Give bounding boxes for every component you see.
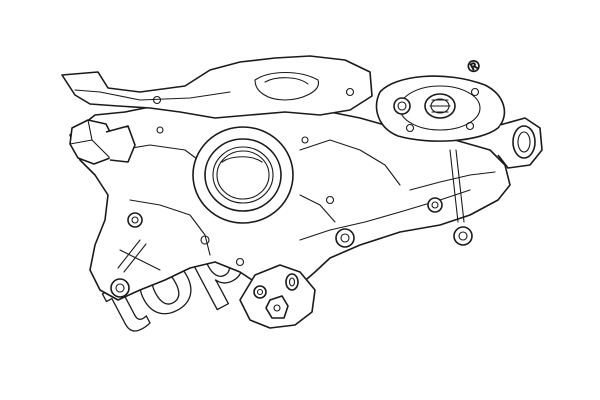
outlet-flange-right: [375, 75, 506, 142]
flange-hole-left: [152, 95, 162, 105]
bolt-lug-mid-right: [427, 197, 443, 213]
hex-plug-left: [69, 119, 136, 165]
bolt-lug-center: [335, 228, 355, 248]
housing-screws: [156, 126, 335, 267]
registered-mark: ®: [465, 57, 484, 78]
flange-hole-right: [345, 87, 355, 97]
central-shaft-boss: [192, 126, 294, 224]
side-outlet-nozzle: [497, 117, 543, 169]
top-flange-plate: [61, 55, 373, 119]
bolt-lug-lower-left: [127, 212, 143, 228]
bolt-lug-left: [110, 239, 147, 298]
bolt-lug-right: [449, 149, 473, 246]
lower-mount-bracket: [239, 264, 316, 329]
